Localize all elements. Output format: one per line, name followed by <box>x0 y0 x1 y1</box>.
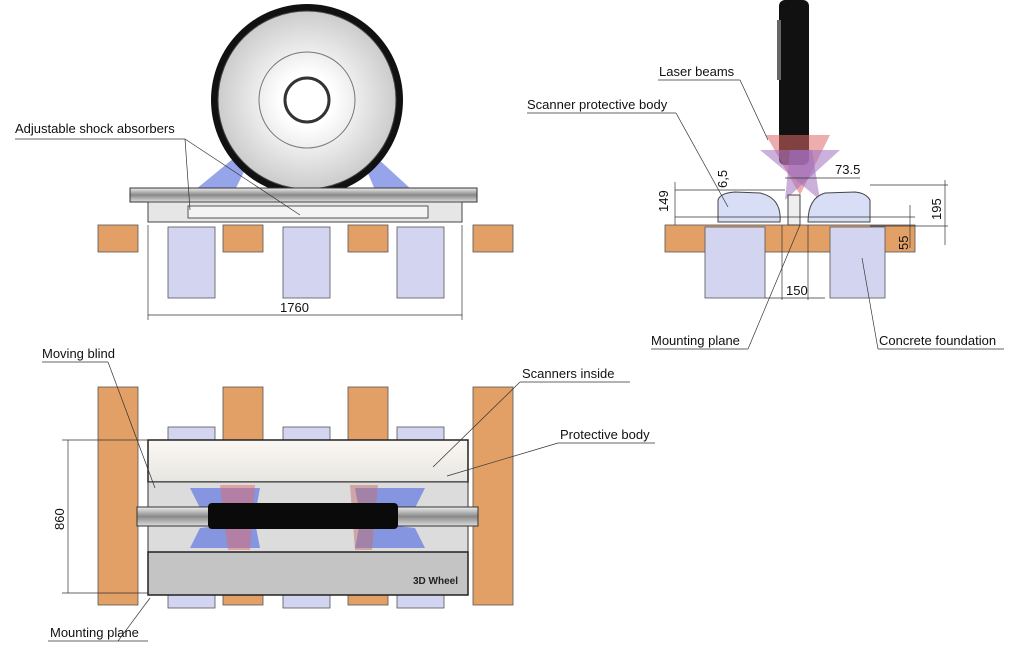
dimension-55: 55 <box>896 236 911 250</box>
rail-side <box>787 194 801 226</box>
scanner-body-left <box>717 191 781 223</box>
dimension-width: 860 <box>52 508 67 530</box>
label-mounting-plane-top: Mounting plane <box>50 625 139 640</box>
dimension-150: 150 <box>786 283 808 298</box>
top-view: 3D Wheel 860 Moving blind Scanners insid… <box>42 346 655 642</box>
dimension-149: 149 <box>656 190 671 212</box>
dimension-length: 1760 <box>280 300 309 315</box>
dimension-195: 195 <box>929 198 944 220</box>
wheel-side <box>779 0 809 165</box>
label-scanner-protective-body: Scanner protective body <box>527 97 668 112</box>
wheel-hub <box>283 76 331 124</box>
dimension-73-5: 73.5 <box>835 162 860 177</box>
label-moving-blind: Moving blind <box>42 346 115 361</box>
label-laser-beams: Laser beams <box>659 64 735 79</box>
protective-body-top <box>147 439 469 483</box>
side-view: 149 6,5 73.5 195 55 150 Laser beams Scan… <box>527 0 1004 350</box>
concrete-blocks-front <box>167 226 445 299</box>
dimension-6-5: 6,5 <box>715 170 730 188</box>
label-adjustable-shock-absorbers: Adjustable shock absorbers <box>15 121 175 136</box>
wheel-top <box>208 503 398 529</box>
label-protective-body: Protective body <box>560 427 650 442</box>
laser-beams-side <box>760 135 840 200</box>
protective-body-bottom <box>147 551 469 596</box>
brand-plate-3d-wheel: 3D Wheel <box>413 576 458 587</box>
label-concrete-foundation: Concrete foundation <box>879 333 996 348</box>
scanner-body-right <box>807 191 871 223</box>
frame <box>129 187 478 203</box>
label-mounting-plane-side: Mounting plane <box>651 333 740 348</box>
label-scanners-inside: Scanners inside <box>522 366 615 381</box>
sleepers-front <box>97 224 514 253</box>
front-view: Adjustable shock absorbers 1760 <box>15 4 514 320</box>
